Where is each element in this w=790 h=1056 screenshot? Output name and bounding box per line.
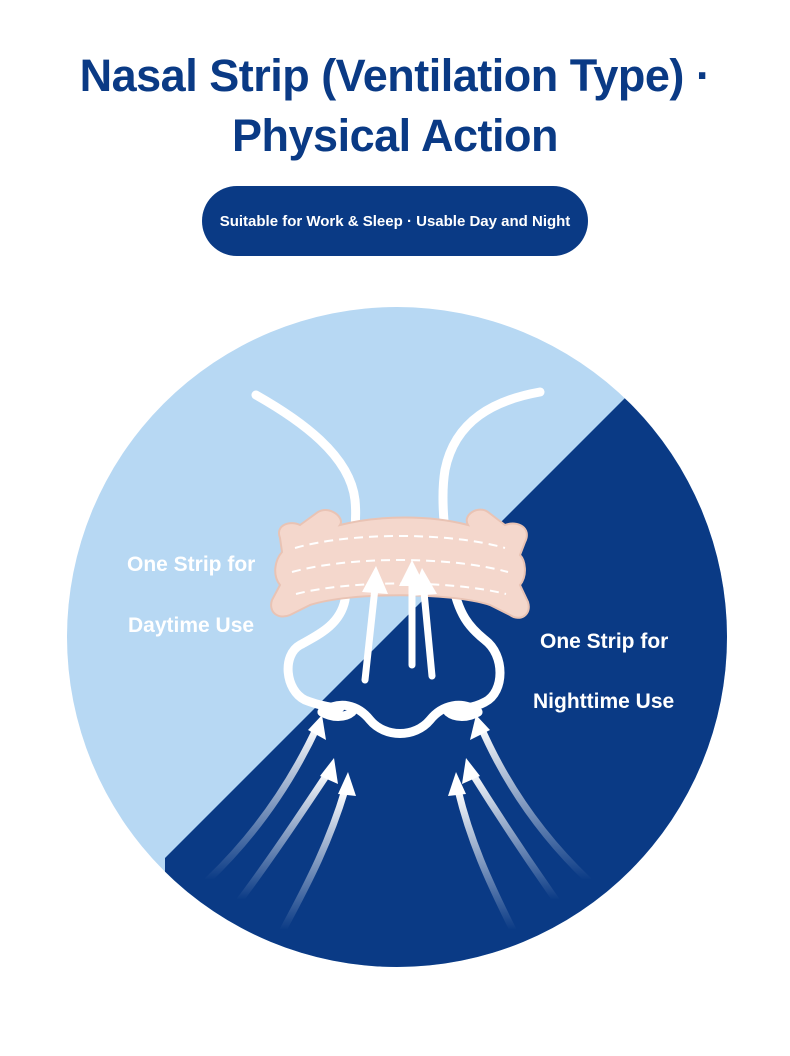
nose-outline-icon [251,387,545,738]
usage-badge: Suitable for Work & Sleep · Usable Day a… [202,186,588,256]
airflow-left-icon [204,721,349,934]
page-title-line2: Physical Action [232,110,558,161]
day-label-line1: One Strip for [127,553,256,576]
night-label-line1: One Strip for [540,630,669,653]
day-label-line2: Daytime Use [128,614,255,637]
airflow-arrow-icon [361,560,437,684]
airflow-right-icon [454,721,592,934]
night-label-line2: Nighttime Use [533,690,675,713]
page-title-line1: Nasal Strip (Ventilation Type) · [79,50,711,101]
